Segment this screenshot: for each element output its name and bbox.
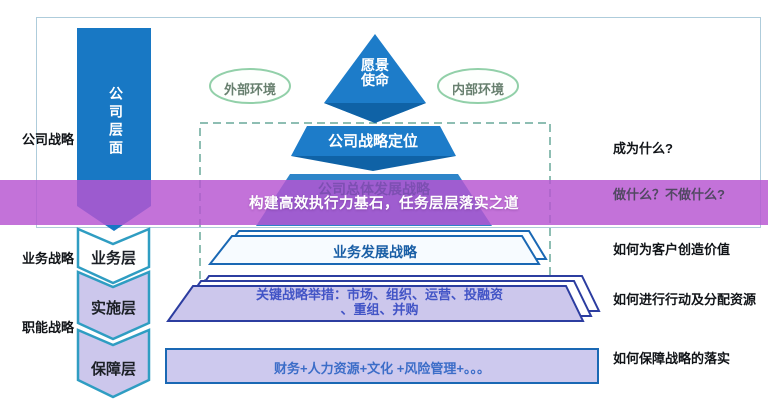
mission-line: 使命 [361,72,389,88]
label-functional-strategy: 职能战略 [22,320,75,335]
vision-mission-text: 愿景 使命 [345,58,405,88]
positioning-facet [291,156,456,171]
positioning-text: 公司战略定位 [327,133,418,150]
support-layer-chevron [76,328,151,399]
title-banner: 构建高效执行力基石，任务层层落实之道 [0,180,768,225]
support-layer-text: 保障层 [90,361,136,378]
support-mix-rectangle [165,348,599,384]
external-environment-text: 外部环境 [223,82,276,97]
label-do-or-not: 做什么？不做什么? [613,187,725,202]
business-layer-chevron [76,227,151,285]
implementation-layer-chevron [76,270,151,341]
overall-strategy-text: 公司总体发展战略 [318,181,430,197]
label-corporate-strategy: 公司战略 [22,132,75,147]
positioning-trapezoid [291,126,456,156]
label-customer-value: 如何为客户创造价值 [613,242,731,257]
vision-mission-facet [324,103,426,123]
label-ensure-implementation: 如何保障战略的落实 [613,351,731,366]
implementation-layer-text: 实施层 [90,300,136,317]
internal-environment-ellipse [437,68,519,104]
vision-line: 愿景 [361,57,389,73]
key-initiatives-line1: 关键战略举措：市场、组织、运营、投融资 [255,287,503,302]
label-action-resources: 如何进行行动及分配资源 [613,292,757,307]
label-become-what: 成为什么? [613,141,673,156]
external-environment-ellipse [209,68,291,104]
business-layer-text: 业务层 [90,250,136,267]
key-initiatives-trapezoid [166,285,585,322]
internal-environment-text: 内部环境 [451,82,504,97]
business-dev-text: 业务发展战略 [333,244,417,260]
label-business-strategy: 业务战略 [22,251,75,266]
company-layer-text: 公司层面 [108,86,124,158]
key-initiatives-line2: 、重组、并购 [340,302,419,317]
support-mix-text: 财务+人力资源+文化 +风险管理+。。。 [274,361,490,376]
page-title: 构建高效执行力基石，任务层层落实之道 [249,196,519,212]
key-initiatives-text: 关键战略举措：市场、组织、运营、投融资 、重组、并购 [193,287,566,317]
vision-mission-pyramid-top [324,34,426,123]
business-dev-trapezoid [207,235,541,265]
